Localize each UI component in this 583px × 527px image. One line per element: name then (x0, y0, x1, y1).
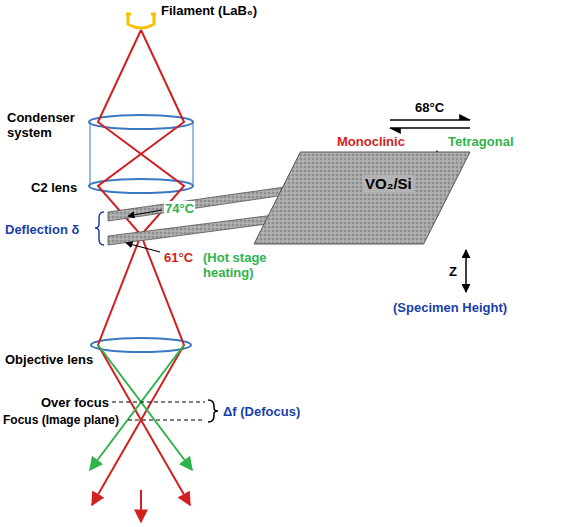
height-arrow (465, 272, 467, 292)
label-text: (Hot stage heating) (202, 250, 288, 280)
condenser-wall (90, 122, 91, 186)
equilibrium-arrow (390, 119, 470, 121)
overfocus-ray (98, 345, 192, 470)
label-text: (Specimen Height) (392, 300, 508, 315)
filament-symbol (126, 14, 156, 28)
objective-lens (91, 338, 191, 352)
equilibrium-arrow (390, 127, 470, 129)
label-text: Monoclinic (336, 134, 406, 149)
optic-axis (140, 490, 142, 522)
leader-arrow (128, 210, 162, 216)
plate-label: VO₂/Si (363, 175, 414, 192)
leader-arrow (126, 243, 160, 252)
label-text: Focus (Image plane) (2, 413, 120, 428)
plate-outline (252, 150, 472, 246)
label-text: 74°C (164, 201, 195, 216)
defocus-bracket (208, 400, 218, 422)
label-text: 68°C (414, 100, 445, 115)
electron-ray (98, 30, 190, 505)
label-text: Tetragonal (447, 134, 515, 149)
image-plane (128, 420, 205, 421)
specimen-plate: VO₂/Si (252, 150, 472, 246)
plate-shape (254, 152, 470, 244)
deflection-bracket (95, 212, 104, 245)
label-text: Deflection δ (4, 222, 80, 237)
label-text: Δf (Defocus) (222, 404, 301, 419)
electron-ray (92, 30, 184, 505)
label-text: Condenser system (6, 110, 88, 140)
label-text: Over focus (40, 395, 110, 410)
label-text: Z (448, 264, 458, 279)
height-arrow (465, 250, 467, 272)
condenser-wall (193, 122, 194, 186)
overfocus-plane (112, 402, 205, 403)
label-text: Objective lens (4, 352, 94, 367)
cantilever-hot (108, 186, 292, 221)
label-text: C2 lens (30, 180, 78, 195)
label-text: Filament (LaB₆) (160, 3, 258, 18)
label-text: 61°C (163, 250, 194, 265)
